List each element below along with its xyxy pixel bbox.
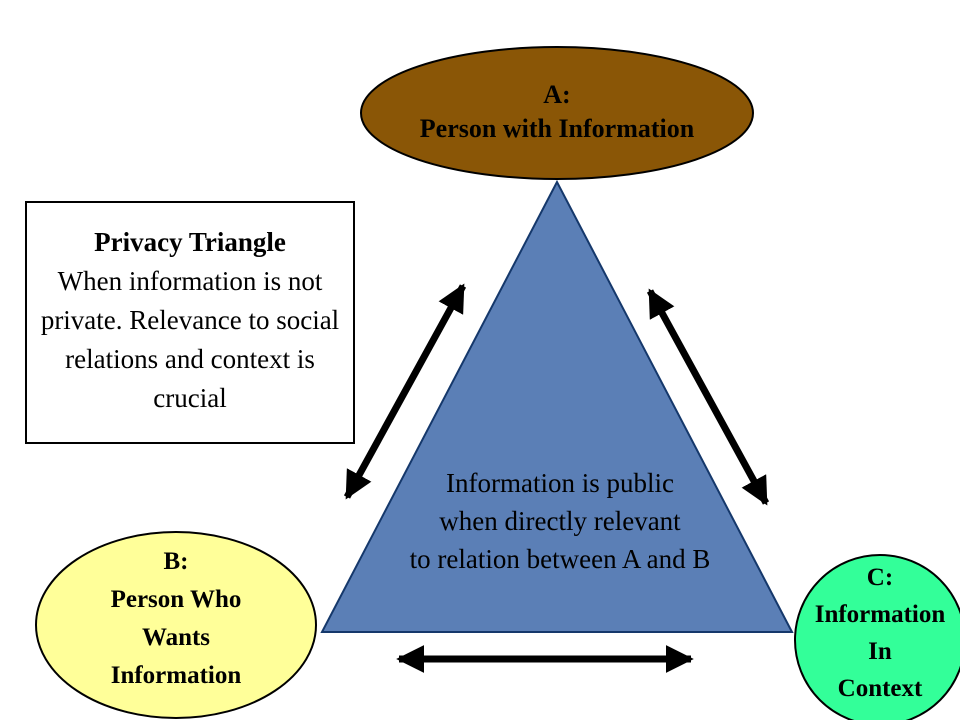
person-b-line2: Person Who	[110, 586, 242, 613]
person-b-line1: B:	[163, 548, 189, 575]
privacy-note-box: Privacy Triangle When information is not…	[25, 201, 355, 444]
right-double-arrow	[646, 288, 770, 506]
person-b-ellipse	[35, 531, 317, 719]
person-b-line4: Information	[110, 662, 242, 689]
left-double-arrow	[343, 283, 467, 500]
person-a-label: A: Person with Information	[362, 78, 752, 146]
person-a-line1: A:	[543, 80, 571, 109]
context-c-circle	[794, 554, 960, 720]
note-title: Privacy Triangle	[94, 227, 286, 257]
note-body: When information is not private. Relevan…	[40, 266, 340, 413]
triangle-caption-line2: when directly relevant	[439, 506, 681, 536]
context-c-line2: Information	[814, 601, 946, 628]
person-b-line3: Wants	[141, 624, 211, 651]
person-a-ellipse	[360, 46, 754, 180]
context-c-line4: Context	[837, 675, 923, 702]
context-c-line1: C:	[866, 564, 894, 591]
triangle-caption-line1: Information is public	[446, 468, 674, 498]
triangle-caption: Information is public when directly rele…	[340, 464, 780, 578]
person-b-label: B: Person Who Wants Information	[36, 543, 316, 695]
context-c-line3: In	[868, 638, 892, 665]
context-c-label: C: Information In Context	[788, 559, 960, 707]
triangle-caption-line3: to relation between A and B	[409, 544, 711, 574]
person-a-line2: Person with Information	[419, 114, 695, 143]
